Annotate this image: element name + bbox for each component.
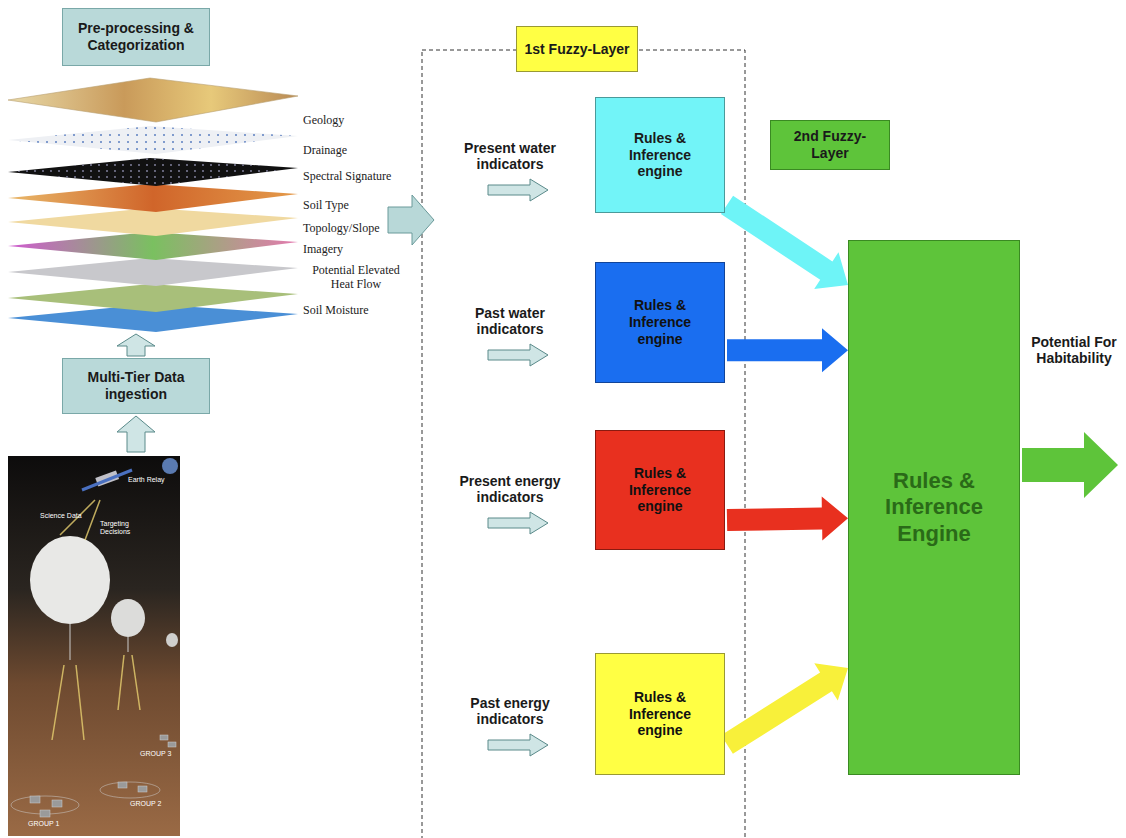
indicator-label: Present energy indicators: [440, 473, 580, 505]
illustration-label: GROUP 3: [140, 750, 180, 758]
up-arrow: [117, 416, 155, 452]
rules-box: Rules & Inference Engine: [848, 240, 1020, 775]
flow-arrow: [727, 328, 848, 372]
box-label: Rules & Inference engine: [618, 130, 702, 180]
layer-label: Topology/Slope: [303, 222, 387, 236]
box-label: Rules & Inference engine: [618, 465, 702, 515]
box-label: 1st Fuzzy-Layer: [524, 41, 629, 58]
box-label: Pre-processing & Categorization: [76, 20, 196, 54]
layer-label: Spectral Signature: [303, 170, 413, 184]
box-label: Rules & Inference engine: [618, 297, 702, 347]
rules-box: Rules & Inference engine: [595, 262, 725, 383]
layer-label: Drainage: [303, 144, 393, 158]
process-box: Pre-processing & Categorization: [62, 8, 210, 66]
layer-label: Imagery: [303, 243, 383, 257]
box-label: Rules & Inference engine: [618, 689, 702, 739]
rules-box: Rules & Inference engine: [595, 430, 725, 550]
indicator-label: Past energy indicators: [448, 695, 572, 727]
layer-label: Potential Elevated Heat Flow: [300, 264, 412, 292]
illustration-label: GROUP 2: [130, 800, 170, 808]
mission-illustration: [8, 456, 180, 836]
illustration-label: Targeting Decisions: [100, 520, 160, 536]
indicator-label: Present water indicators: [448, 140, 572, 172]
layer-label: Soil Type: [303, 199, 383, 213]
rules-box: Rules & Inference engine: [595, 653, 725, 775]
process-box: Multi-Tier Data ingestion: [62, 358, 210, 414]
output-arrow: [1022, 432, 1118, 498]
indicator-arrows: [488, 179, 548, 756]
layer-title: 2nd Fuzzy-Layer: [770, 120, 890, 170]
box-label: 2nd Fuzzy-Layer: [776, 128, 884, 162]
layer-label: Soil Moisture: [303, 304, 393, 318]
illustration-label: Earth Relay: [128, 476, 168, 484]
flow-arrow: [721, 196, 848, 289]
indicator-label: Past water indicators: [448, 305, 572, 337]
flow-arrow: [727, 497, 848, 541]
flow-arrow: [721, 663, 848, 754]
input-arrow: [388, 195, 434, 245]
fuzzy-layer-region: [422, 50, 745, 838]
layer-title: 1st Fuzzy-Layer: [516, 26, 638, 72]
output-label: Potential For Habitability: [1026, 334, 1122, 366]
illustration-label: GROUP 1: [28, 820, 68, 828]
map-layers: [8, 78, 298, 332]
layer-label: Geology: [303, 114, 393, 128]
illustration-label: Science Data: [40, 512, 90, 520]
box-label: Rules & Inference Engine: [869, 468, 999, 547]
up-arrow: [117, 334, 155, 356]
rules-box: Rules & Inference engine: [595, 97, 725, 213]
box-label: Multi-Tier Data ingestion: [76, 369, 196, 403]
